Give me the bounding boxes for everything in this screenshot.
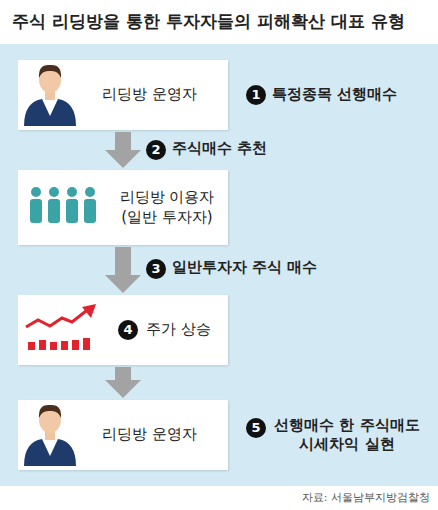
process-box: 리딩방 이용자 (일반 투자자): [18, 170, 228, 245]
source-caption: 자료: 서울남부지방검찰청: [302, 490, 430, 505]
process-box: 리딩방 운영자: [18, 400, 228, 470]
step-note: 선행매수 한 주식매도 시세차익 실현: [272, 416, 422, 454]
edge-label: 주식매수 추천: [172, 139, 267, 158]
callout-number: 3: [146, 259, 166, 279]
flow-arrow: [115, 367, 131, 380]
flow-arrow: [115, 247, 131, 275]
box-label: 주가 상승: [146, 320, 211, 340]
box-label: 리딩방 이용자 (일반 투자자): [112, 188, 222, 227]
flow-arrow: [115, 132, 131, 150]
box-label: 리딩방 운영자: [102, 85, 197, 105]
process-box: 리딩방 운영자: [18, 60, 228, 130]
callout-number: 2: [146, 140, 166, 160]
box-label: 리딩방 운영자: [102, 425, 197, 445]
person-icon: [24, 405, 76, 466]
diagram-title: 주식 리딩방을 통한 투자자들의 피해확산 대표 유형: [12, 10, 432, 33]
step-note: 특정종목 선행매수: [272, 85, 397, 104]
callout-number: 5: [246, 418, 266, 438]
callout-number: 1: [246, 85, 266, 105]
edge-label: 일반투자자 주식 매수: [172, 258, 317, 277]
callout-number: 4: [118, 320, 138, 340]
rising-chart-icon: [26, 304, 96, 350]
person-icon: [24, 65, 76, 126]
investor-group-icon: [30, 187, 96, 223]
